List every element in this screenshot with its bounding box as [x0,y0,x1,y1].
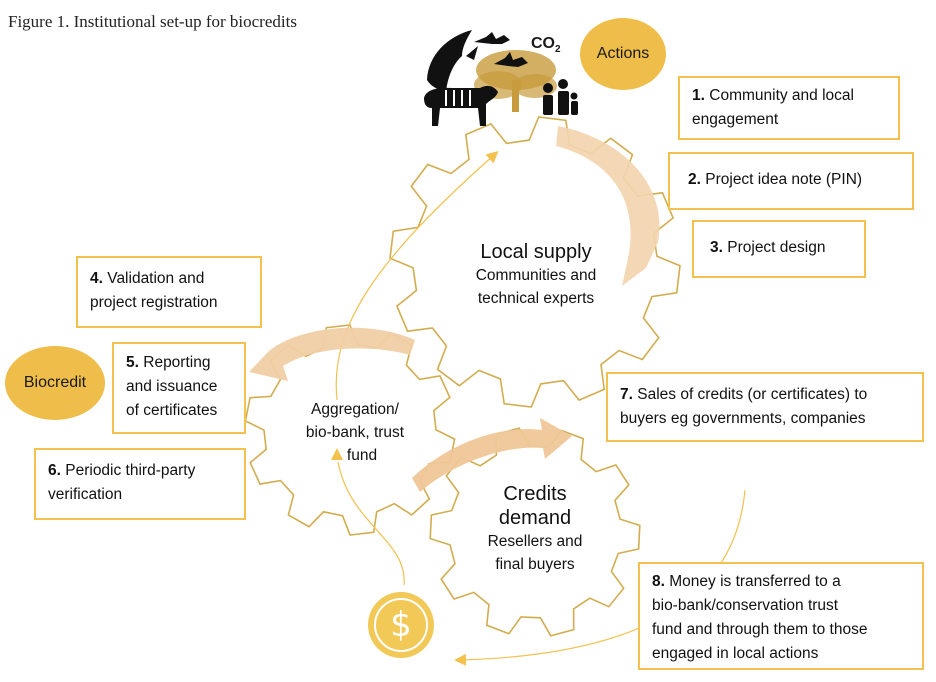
arrow-actions-flow [556,126,660,286]
biocredit-label: Biocredit [23,374,87,391]
step-6-box: 6. Periodic third-party verification [34,448,246,520]
family-icon [543,79,578,115]
actions-oval: Actions [580,18,666,90]
dollar-symbol: $ [374,598,428,652]
step-8-box: 8. Money is transferred to a bio-bank/co… [638,562,924,670]
connector-dollar-to-agg [337,461,405,586]
step-5-box: 5. Reporting and issuance of certificate… [112,342,246,434]
figure-title: Figure 1. Institutional set-up for biocr… [8,12,297,31]
arrow-to-biocredit [249,327,415,381]
step-4-box: 4. Validation and project registration [76,256,262,328]
step-1-box: 1. Community and local engagement [678,76,900,140]
gear-aggregation-label: Aggregation/ bio-bank, trust fund [305,401,405,464]
tiger-icon [424,85,498,126]
arrow-to-sales [412,418,572,492]
connector-agg-to-actions [335,151,499,401]
step-2-box: 2. Project idea note (PIN) [668,152,914,210]
gear-credits-demand-label: Credits demand Resellers and final buyer… [487,483,583,573]
step-7-box: 7. Sales of credits (or certificates) to… [606,372,924,442]
co2-label: CO2 [531,35,561,56]
biocredit-oval: Biocredit [5,346,105,420]
up-arrow-marker [331,448,343,460]
whale-icon [427,30,478,92]
bat-icon [474,32,510,44]
gear-credits-demand [429,427,641,637]
dollar-coin-icon: $ [368,592,434,658]
step-3-box: 3. Project design [692,220,866,278]
actions-label: Actions [596,45,650,62]
gear-local-supply-label: Local supply Communities and technical e… [475,241,597,307]
bat-icon [494,52,528,67]
